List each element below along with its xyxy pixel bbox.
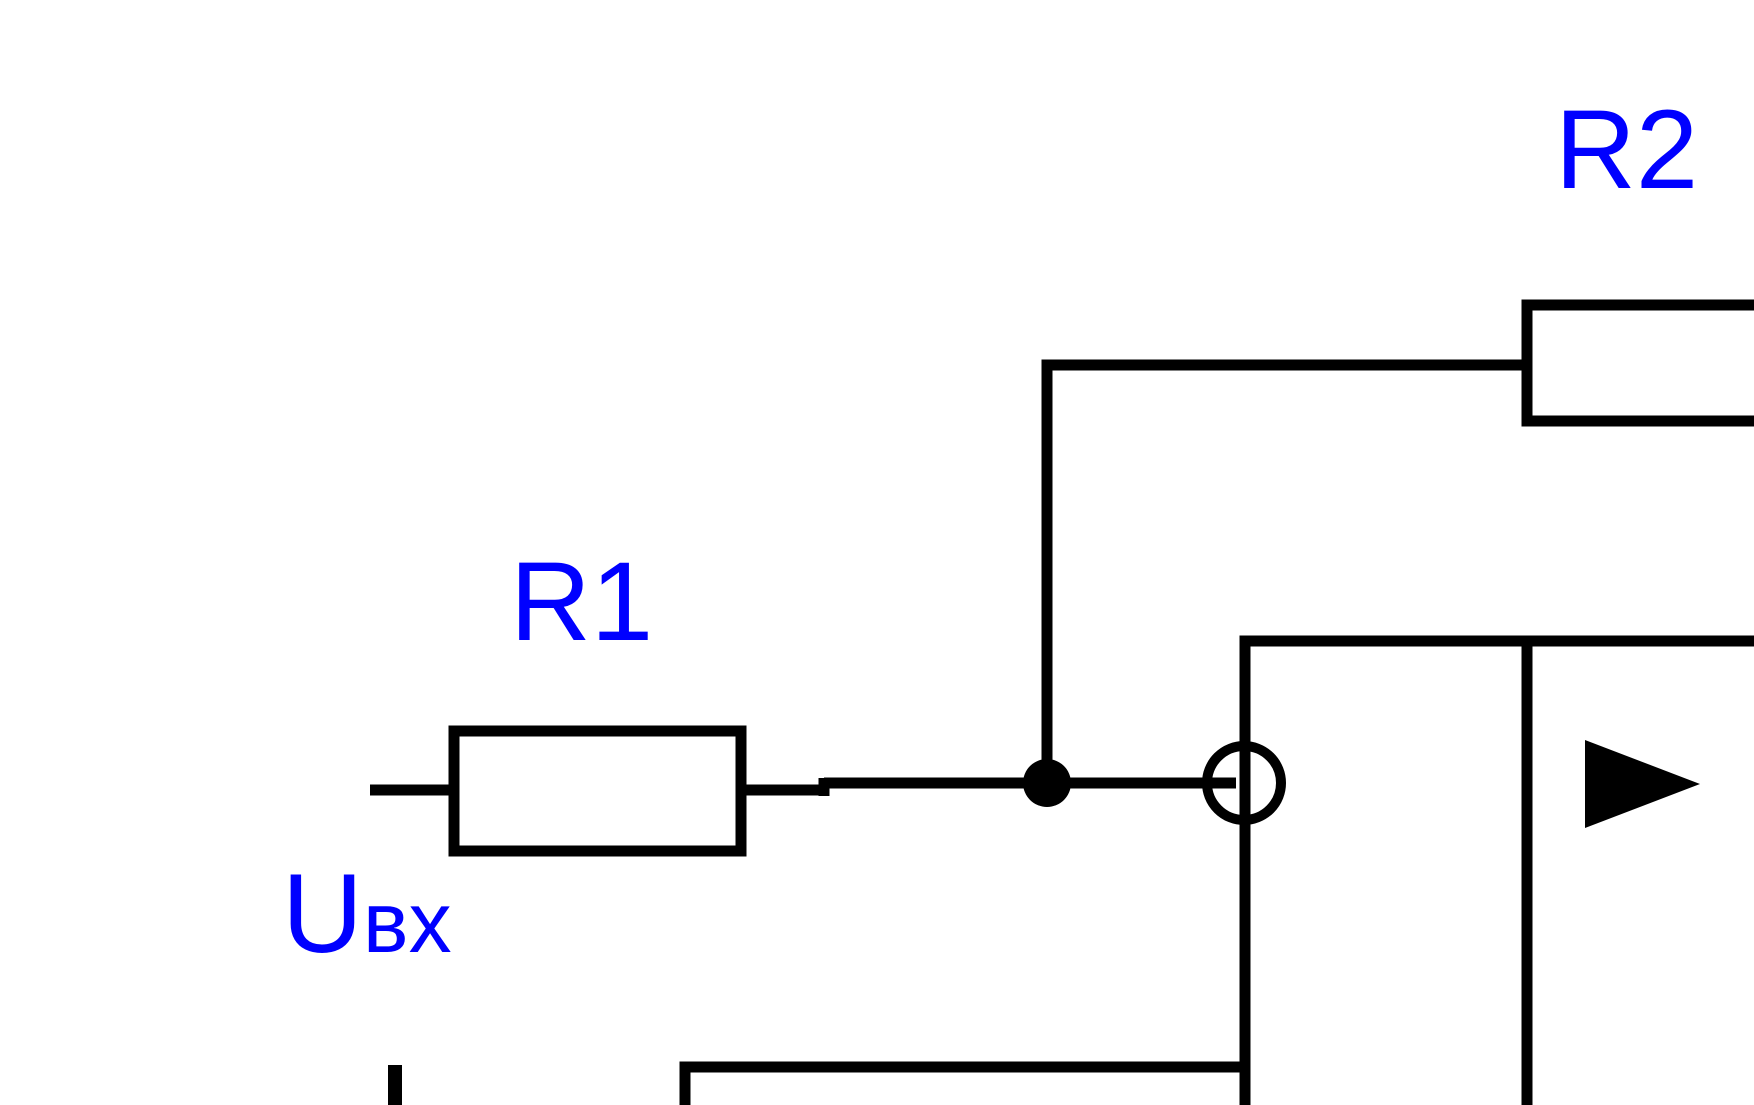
input-voltage-label: Uвх [282,851,452,976]
opamp-body-outline [1239,635,1754,1105]
junction-dot [1023,759,1071,807]
r2-label: R2 [1555,87,1698,212]
inverting-input-circle [1202,741,1286,825]
r2-resistor [1521,299,1754,427]
feedback-wire [1041,359,1528,778]
input-voltage-subscript: вх [363,875,452,971]
r1-resistor [448,725,747,857]
lower-reference-wire [679,1061,1245,1105]
opamp-triangle-icon [1585,740,1700,828]
input-voltage-main: U [282,851,363,976]
r1-label: R1 [510,539,653,664]
